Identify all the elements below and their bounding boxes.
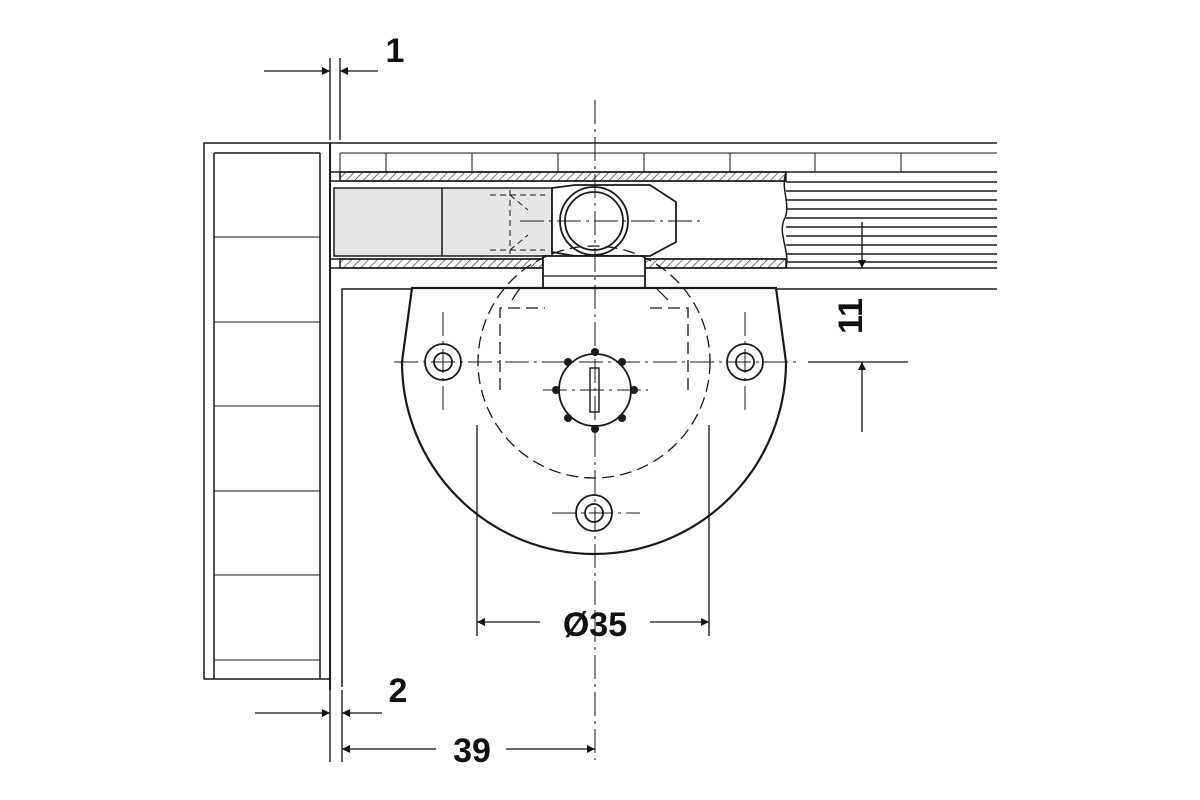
- dimension-label-diameter: Ø35: [563, 606, 627, 644]
- center-lines: [394, 100, 800, 760]
- cabinet-side-panel: [203, 142, 331, 690]
- cabinet-top-panel: [330, 142, 997, 172]
- dimension-lines: [255, 58, 908, 762]
- hinge-arm: [333, 187, 553, 257]
- mounting-plate: [341, 245, 997, 687]
- dimension-label-gap-bottom: 2: [389, 672, 408, 710]
- dimension-label-edge-distance: 39: [453, 732, 491, 770]
- dimension-label-gap-top: 1: [386, 32, 405, 70]
- dimension-label-offset: 11: [832, 298, 870, 334]
